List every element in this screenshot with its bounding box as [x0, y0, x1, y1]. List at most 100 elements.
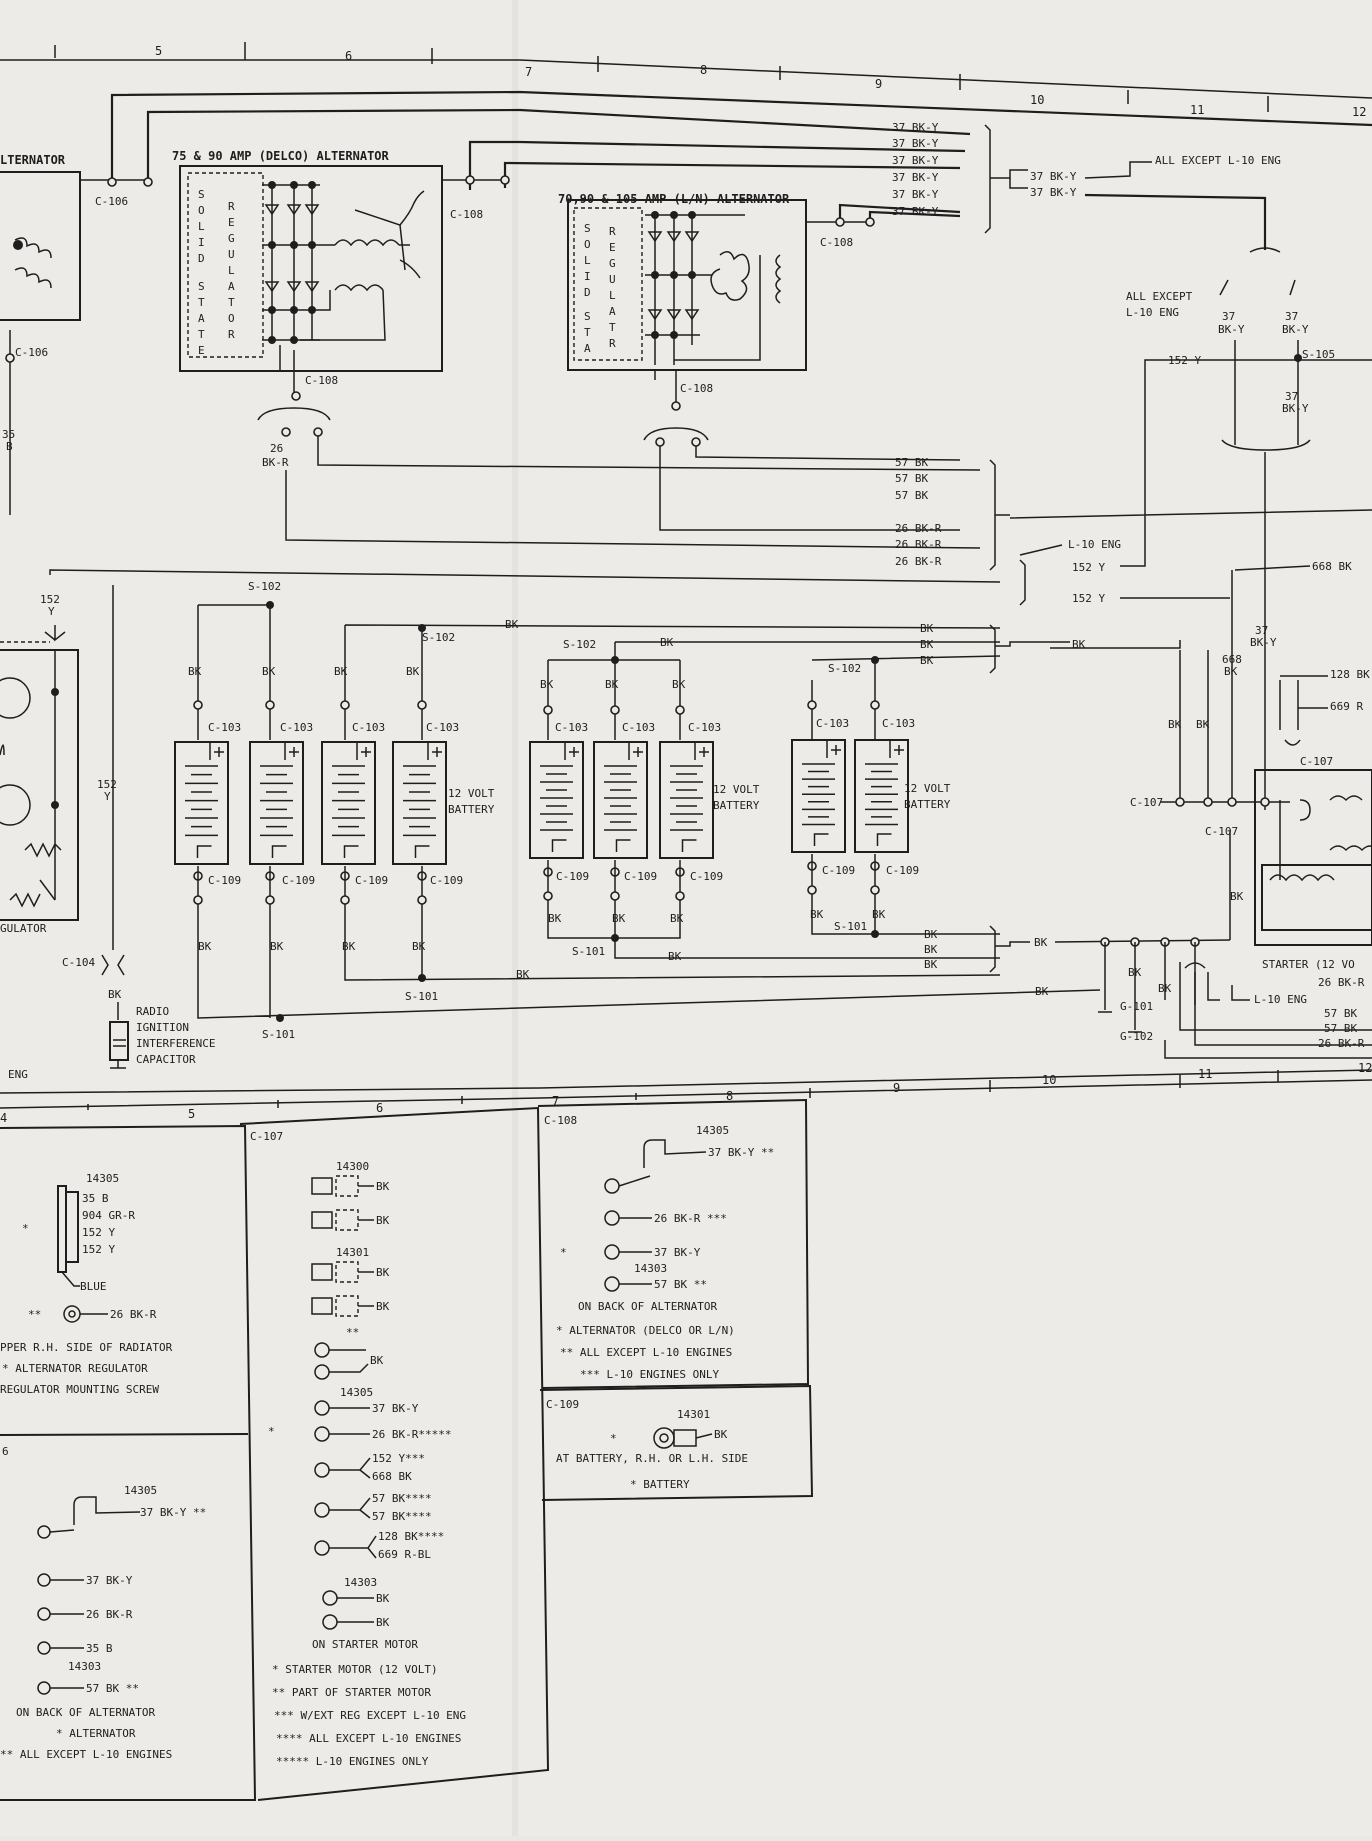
wire-label: 26 BK-R [1318, 1037, 1365, 1050]
legend-panel-c108: C-108 14305 37 BK-Y ** 26 BK-R *** * 37 … [544, 1114, 774, 1381]
note: * BATTERY [630, 1478, 690, 1491]
connector-row: BK [376, 1266, 390, 1279]
regulator-text: A [228, 280, 235, 293]
wire-label: BK [1035, 985, 1049, 998]
pin-label: 152 Y [82, 1226, 115, 1239]
connector-label: S-101 [262, 1028, 295, 1041]
capacitor-label: IGNITION [136, 1021, 189, 1034]
battery-label: 12 VOLT [713, 783, 760, 796]
connector-label: S-101 [572, 945, 605, 958]
wire-label: BK-Y [1282, 402, 1309, 415]
wire-label: BK [1224, 665, 1238, 678]
wire-label: BK-R [262, 456, 289, 469]
regulator-text: S [584, 222, 591, 235]
wire-label: BK [924, 928, 938, 941]
wire-label: 26 [270, 442, 283, 455]
regulator-text: O [584, 238, 591, 251]
wire-label: BK [1158, 982, 1172, 995]
wire-label: 668 BK [1312, 560, 1352, 573]
connector-row: 152 Y*** [372, 1452, 425, 1465]
capacitor-label: RADIO [136, 1005, 169, 1018]
connector-label: C-109 [822, 864, 855, 877]
wire-label: 57 BK [1324, 1022, 1357, 1035]
connector-label: G-102 [1120, 1030, 1153, 1043]
connector-label: C-109 [556, 870, 589, 883]
wire-label: 152 [97, 778, 117, 791]
wire-label: B [6, 440, 13, 453]
part-number: 14305 [340, 1386, 373, 1399]
zone-label: 12 [1352, 105, 1366, 119]
note-label: ENG [8, 1068, 28, 1081]
connector-row: 668 BK [372, 1470, 412, 1483]
wire-label: 37 [1285, 390, 1298, 403]
zone-label: 10 [1042, 1073, 1056, 1087]
connector-label: C-103 [352, 721, 385, 734]
panel-id: 6 [2, 1445, 9, 1458]
positive-terminal [826, 740, 841, 758]
connector-label: S-102 [563, 638, 596, 651]
top-zone-ruler: 5 6 7 8 9 10 11 12 [0, 42, 1372, 119]
star-marker: * [560, 1246, 567, 1259]
zone-label: 11 [1190, 103, 1204, 117]
note: ** PART OF STARTER MOTOR [272, 1686, 431, 1699]
battery-3 [321, 741, 376, 865]
wire-label: BK [516, 968, 530, 981]
color-label: BLUE [80, 1280, 107, 1293]
wire-label: Y [48, 605, 55, 618]
connector-row: 35 B [86, 1642, 113, 1655]
connector-row: 37 BK-Y [86, 1574, 133, 1587]
regulator-text: I [584, 270, 591, 283]
battery-6 [593, 741, 648, 859]
note: PPER R.H. SIDE OF RADIATOR [0, 1341, 173, 1354]
wire-label: 57 BK [895, 456, 928, 469]
wire-label: BK [810, 908, 824, 921]
wire-label: BK [1128, 966, 1142, 979]
battery-group-3: S-102 C-103 C-103 12 VOLT BATTERY C-109 … [791, 655, 1001, 938]
connector-label: C-103 [882, 717, 915, 730]
regulator-text: T [198, 328, 205, 341]
zone-label: 6 [345, 49, 352, 63]
wire-label: 37 BK-Y [892, 137, 939, 150]
note-label: L-10 ENG [1068, 538, 1121, 551]
connector-label: S-102 [422, 631, 455, 644]
connector-label: S-101 [405, 990, 438, 1003]
legend-panel-c107: C-107 14300 BK BK 14301 BK BK ** BK 1430… [250, 1130, 466, 1768]
connector-label: C-103 [688, 721, 721, 734]
positive-terminal [694, 742, 709, 760]
note: *** W/EXT REG EXCEPT L-10 ENG [274, 1709, 466, 1722]
regulator-text: S [198, 188, 205, 201]
part-number: 14303 [68, 1660, 101, 1673]
positive-terminal [284, 742, 299, 760]
positive-terminal [427, 742, 442, 760]
zone-label: 9 [875, 77, 882, 91]
connector-row: 37 BK-Y [654, 1246, 701, 1259]
regulator-text: G [228, 232, 235, 245]
zone-label: 8 [700, 63, 707, 77]
wire-label: 669 R [1330, 700, 1363, 713]
wire-label: BK [605, 678, 619, 691]
zone-label: 10 [1030, 93, 1044, 107]
regulator-text: U [228, 248, 235, 261]
note: **** ALL EXCEPT L-10 ENGINES [276, 1732, 461, 1745]
connector-label: C-103 [280, 721, 313, 734]
connector-row: 26 BK-R *** [654, 1212, 727, 1225]
connector-row: 669 R-BL [378, 1548, 431, 1561]
regulator-text: O [198, 204, 205, 217]
connector-label: C-109 [430, 874, 463, 887]
connector-label: C-108 [820, 236, 853, 249]
legend-table [0, 1098, 814, 1801]
negative-terminal [551, 839, 567, 852]
ring-label: 26 BK-R [110, 1308, 157, 1321]
connector-row: 57 BK**** [372, 1510, 432, 1523]
positive-terminal [628, 742, 643, 760]
wire-label: BK-Y [1282, 323, 1309, 336]
capacitor-label: INTERFERENCE [136, 1037, 215, 1050]
wire-label: 152 Y [1072, 561, 1105, 574]
regulator-text: L [198, 220, 205, 233]
note-label: L-10 ENG [1126, 306, 1179, 319]
negative-terminal [813, 833, 829, 846]
connector-label: S-102 [248, 580, 281, 593]
battery-label: BATTERY [713, 799, 760, 812]
